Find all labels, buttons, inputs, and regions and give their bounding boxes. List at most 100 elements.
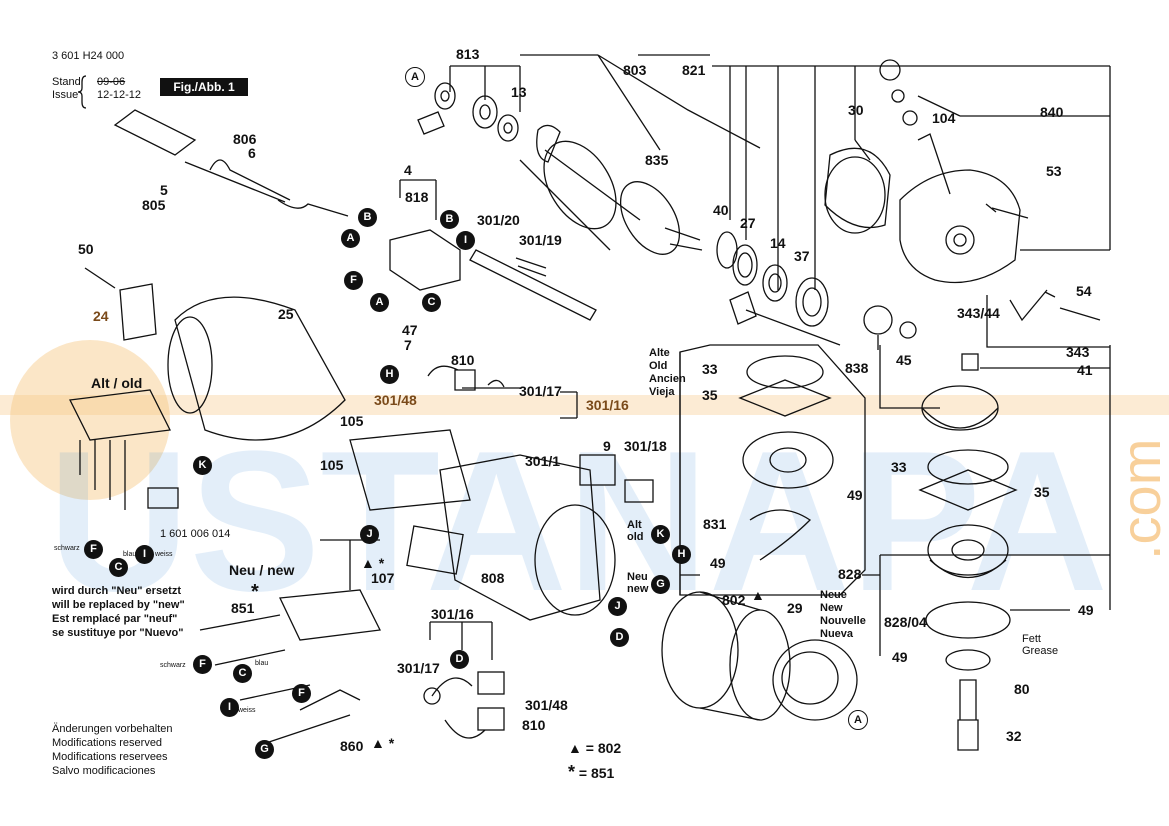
callout-24: 24	[93, 308, 109, 324]
marker-i: I	[456, 231, 475, 250]
modifications-note-de: Änderungen vorbehalten	[52, 723, 173, 735]
callout-805: 805	[142, 197, 166, 213]
modifications-note-es: Salvo modificaciones	[52, 765, 156, 777]
callout-840: 840	[1040, 104, 1064, 120]
stand-old-date: 09-06	[97, 76, 126, 88]
marker-b: B	[440, 210, 459, 229]
callout-35-b: 35	[1034, 484, 1050, 500]
svg-text:.com: .com	[1109, 439, 1169, 560]
callout-851: 851	[231, 600, 255, 616]
neu-small-label: Neu	[627, 571, 648, 583]
callout-41: 41	[1077, 362, 1093, 378]
callout-49-d: 49	[892, 649, 908, 665]
marker-f: F	[193, 655, 212, 674]
marker-c: C	[233, 664, 252, 683]
callout-301-20: 301/20	[477, 212, 520, 228]
issue-label: Issue	[52, 89, 79, 101]
callout-47: 47	[402, 322, 418, 338]
marker-k: K	[651, 525, 670, 544]
legend-851: * = 851	[568, 762, 615, 782]
ancien-label: Ancien	[649, 373, 686, 385]
callout-35-a: 35	[702, 387, 718, 403]
marker-h: H	[380, 365, 399, 384]
callout-14: 14	[770, 235, 786, 251]
alt-small-label: Alt	[627, 519, 642, 531]
marker-i: I	[220, 698, 239, 717]
marker-g: G	[255, 740, 274, 759]
callout-806: 806	[233, 131, 257, 147]
doc-number: 3 601 H24 000	[52, 50, 125, 62]
callout-818: 818	[405, 189, 429, 205]
alte-label: Alte	[649, 347, 670, 359]
star-marker: *	[251, 581, 259, 603]
modifications-note-fr: Modifications reservees	[52, 751, 168, 763]
callout-802: 802	[722, 592, 746, 608]
callout-37: 37	[794, 248, 810, 264]
nouvelle-label: Nouvelle	[820, 615, 866, 627]
replace-note-fr: Est remplacé par "neuf"	[52, 613, 178, 625]
new-label: New	[820, 602, 843, 614]
callout-25: 25	[278, 306, 294, 322]
marker-g: G	[651, 575, 670, 594]
svg-text:USTANAPA: USTANAPA	[48, 410, 1108, 633]
callout-7: 7	[404, 337, 412, 353]
legend-802: ▲ = 802	[568, 740, 622, 756]
wire-blau-old: blau	[123, 551, 137, 558]
neue-label: Neue	[820, 589, 847, 601]
nueva-label: Nueva	[820, 628, 854, 640]
callout-803: 803	[623, 62, 647, 78]
marker-k: K	[193, 456, 212, 475]
marker-a: A	[341, 229, 360, 248]
marker-c: C	[422, 293, 441, 312]
issue-date: 12-12-12	[97, 89, 142, 101]
replace-note-es: se sustituye por "Nuevo"	[52, 627, 184, 639]
callout-105-a: 105	[340, 413, 364, 429]
callout-13: 13	[511, 84, 527, 100]
marker-i: I	[135, 545, 154, 564]
marker-c: C	[109, 558, 128, 577]
callout-49-a: 49	[847, 487, 863, 503]
callout-6: 6	[248, 145, 256, 161]
callout-33-a: 33	[702, 361, 718, 377]
callout-301-19: 301/19	[519, 232, 562, 248]
callout-301-18: 301/18	[624, 438, 667, 454]
wire-weiss-new: weiss	[238, 707, 256, 714]
marker-j: J	[608, 597, 627, 616]
callout-810-b: 810	[522, 717, 546, 733]
alt-old-label: Alt / old	[91, 375, 143, 391]
marker-a: A	[848, 710, 868, 730]
callout-301-1: 301/1	[525, 453, 561, 469]
callout-30: 30	[848, 102, 864, 118]
replace-note-en: will be replaced by "new"	[52, 599, 185, 611]
modifications-note-en: Modifications reserved	[52, 737, 163, 749]
marker-d: D	[610, 628, 629, 647]
callout-831: 831	[703, 516, 727, 532]
part-number-1601: 1 601 006 014	[160, 528, 231, 540]
vieja-label: Vieja	[649, 386, 675, 398]
marker-a: A	[370, 293, 389, 312]
callout-828-04: 828/04	[884, 614, 927, 630]
callout-54: 54	[1076, 283, 1092, 299]
callout-301-17-a: 301/17	[519, 383, 562, 399]
callout-9: 9	[603, 438, 611, 454]
callout-813: 813	[456, 46, 480, 62]
callout-32: 32	[1006, 728, 1022, 744]
callout-4: 4	[404, 162, 412, 178]
marker-j: J	[360, 525, 379, 544]
callout-860: 860	[340, 738, 364, 754]
callout-33-b: 33	[891, 459, 907, 475]
callout-301-48-a: 301/48	[374, 392, 417, 408]
grease-label: Grease	[1022, 645, 1059, 657]
callout-301-16-a: 301/16	[586, 397, 629, 413]
callout-5: 5	[160, 182, 168, 198]
callout-29: 29	[787, 600, 803, 616]
new-small-label: new	[627, 583, 649, 595]
callout-810-a: 810	[451, 352, 475, 368]
callout-105-b: 105	[320, 457, 344, 473]
marker-a: A	[405, 67, 425, 87]
wire-schwarz-old: schwarz	[54, 545, 80, 552]
callout-49-b: 49	[710, 555, 726, 571]
callout-49-c: 49	[1078, 602, 1094, 618]
